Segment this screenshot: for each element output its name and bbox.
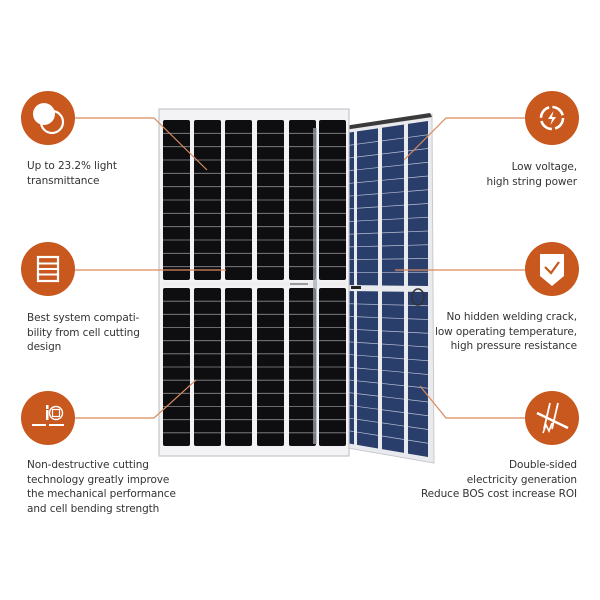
front-panel: [158, 108, 350, 457]
feature-text-line: Low voltage,: [511, 161, 577, 173]
feature-non-destructive-cutting: Non-destructive cutting technology great…: [27, 458, 176, 516]
feature-no-welding-crack: No hidden welding crack, low operating t…: [435, 310, 577, 354]
feature-text-line: Up to 23.2% light: [27, 160, 117, 172]
double-sided-panel-icon: [525, 391, 579, 445]
feature-text-line: high string power: [486, 175, 578, 188]
feature-low-voltage: Low voltage, high string power: [486, 160, 578, 189]
feature-text-line: high pressure resistance: [450, 340, 577, 352]
feature-text-line: Non-destructive cutting: [27, 459, 149, 471]
feature-text-line: Double-sided: [509, 459, 577, 471]
feature-text-line: the mechanical performance: [27, 488, 176, 500]
lightning-cycle-icon: [525, 91, 579, 145]
feature-light-transmittance: Up to 23.2% light transmittance: [27, 159, 117, 188]
cell-cutting-grid-icon: [21, 242, 75, 296]
feature-double-sided: Double-sided electricity generation Redu…: [421, 458, 577, 502]
back-panel: [341, 113, 435, 464]
feature-text-line: low operating temperature,: [435, 325, 577, 338]
cutting-tool-icon: [21, 391, 75, 445]
feature-text-line: No hidden welding crack,: [446, 311, 578, 323]
feature-text-line: bility from cell cutting: [27, 326, 140, 339]
feature-text-line: transmittance: [27, 174, 100, 187]
feature-text-line: Best system compati-: [27, 312, 140, 324]
feature-text-line: technology greatly improve: [27, 473, 170, 486]
feature-text-line: electricity generation: [466, 473, 577, 486]
overlapping-circles-icon: [21, 91, 75, 145]
feature-text-line: and cell bending strength: [27, 502, 160, 515]
shield-check-icon: [525, 242, 579, 296]
feature-system-compatibility: Best system compati- bility from cell cu…: [27, 311, 140, 355]
connector-lines: [75, 117, 525, 419]
feature-text-line: Reduce BOS cost increase ROI: [420, 488, 577, 500]
feature-text-line: design: [27, 341, 62, 353]
